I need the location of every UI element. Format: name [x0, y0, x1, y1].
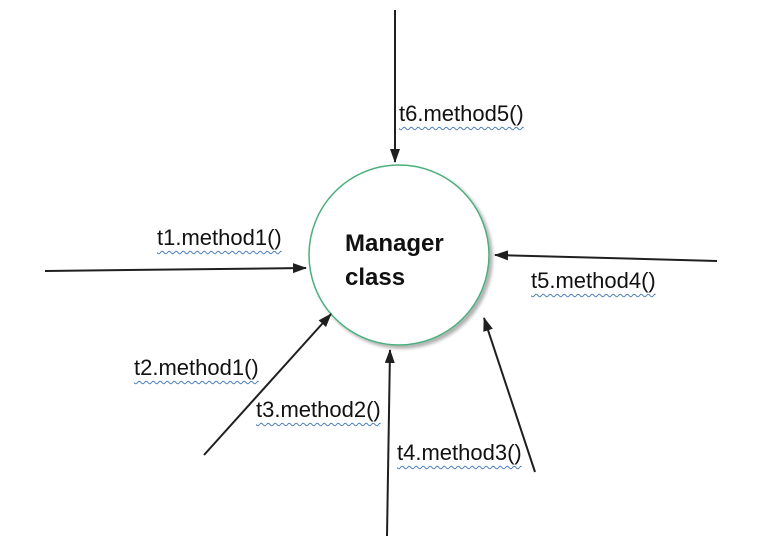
manager-class-node-label: Manager class [345, 227, 444, 295]
call-label-t3: t3.method2() [256, 397, 381, 422]
node-label-line1: Manager [345, 230, 444, 257]
call-label-t2: t2.method1() [134, 355, 259, 380]
arrow-t1-left [44, 263, 307, 274]
call-label-t6: t6.method5() [399, 101, 524, 126]
arrow-t3-bottom [384, 349, 395, 537]
manager-class-node-circle [308, 164, 490, 346]
arrow-t5-right [494, 250, 718, 262]
arrow-t4-lower-right [483, 317, 536, 473]
arrow-t2-lower-left [203, 313, 332, 456]
node-label-line2: class [345, 264, 406, 291]
call-label-t4: t4.method3() [397, 440, 522, 465]
call-label-t5: t5.method4() [531, 268, 656, 293]
call-label-t1: t1.method1() [157, 225, 282, 250]
